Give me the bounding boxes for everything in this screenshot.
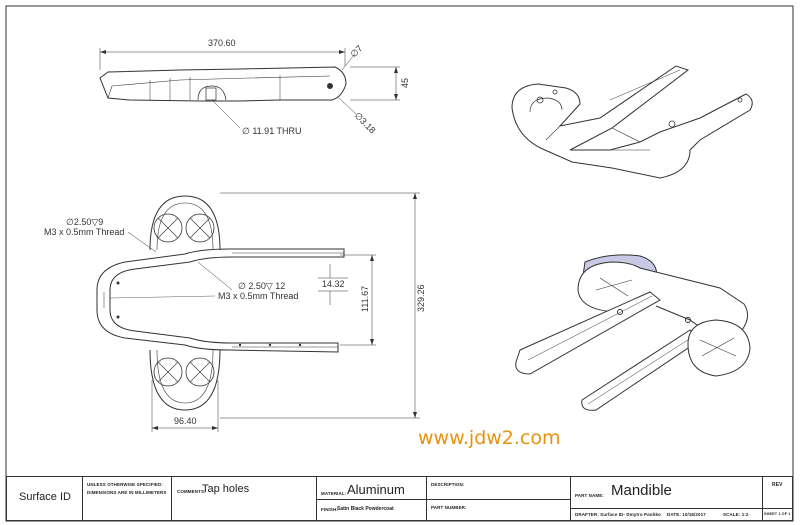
dim-overall-height: 329.26	[416, 284, 426, 312]
comments-cell: COMMENTS: Tap holes	[172, 477, 317, 520]
finish-value: Satin Black Powdercoat	[337, 506, 394, 512]
date-text: DATE: 10/16/2017	[667, 512, 706, 517]
description-cell: DESCRIPTION: PART NUMBER:	[427, 477, 571, 520]
callout-hole-2-size: ∅ 2.50▽ 12	[238, 281, 285, 291]
material-value: Aluminum	[347, 482, 405, 497]
plan-view	[96, 192, 420, 432]
dim-height-top: 45	[400, 78, 410, 88]
dim-bottom-width: 96.40	[174, 416, 197, 426]
part-name-label: PART NAME:	[575, 493, 604, 498]
drafter-text: DRAFTER: Surface ID- Dmytro Panhko	[575, 512, 661, 517]
dim-length-top: 370.60	[208, 38, 236, 48]
comments-value: Tap holes	[202, 483, 250, 495]
material-cell: MATERIAL: Aluminum FINISH: Satin Black P…	[317, 477, 427, 520]
sheet-text: SHEET 1 OF 1	[764, 512, 791, 516]
dim-inner-height: 111.67	[360, 286, 370, 312]
callout-hole-2-thread: M3 x 0.5mm Thread	[218, 291, 298, 301]
callout-hole-1-thread: M3 x 0.5mm Thread	[44, 227, 124, 237]
isometric-view-bottom	[515, 254, 751, 411]
dim-hole-large: ∅7	[348, 43, 364, 59]
finish-label: FINISH:	[321, 507, 338, 512]
rev-label: REV	[772, 482, 783, 488]
dim-thru-hole: ∅ 11.91 THRU	[242, 126, 302, 136]
comments-label: COMMENTS:	[177, 489, 206, 494]
dim-hole-small: ∅3.18	[353, 110, 378, 135]
tolerance-cell: UNLESS OTHERWISE SPECIFIED: DIMENSIONS A…	[83, 477, 172, 520]
title-block: Surface ID UNLESS OTHERWISE SPECIFIED: D…	[6, 476, 793, 521]
surface-id-text: Surface ID	[19, 491, 71, 503]
watermark-text: www.jdw2.com	[418, 427, 561, 449]
rev-cell: REV SHEET 1 OF 1	[763, 477, 792, 520]
isometric-view-top	[511, 65, 753, 179]
side-view	[99, 48, 400, 129]
scale-text: SCALE: 1:2	[723, 512, 749, 517]
description-label: DESCRIPTION:	[431, 482, 465, 487]
dim-slot-width: 14.32	[322, 279, 345, 289]
surface-id-cell: Surface ID	[7, 477, 83, 520]
tolerance-note-2: DIMENSIONS ARE IN MILLIMETERS	[87, 490, 167, 495]
material-label: MATERIAL:	[321, 491, 347, 496]
callout-hole-1-size: ∅2.50▽9	[66, 217, 103, 227]
sheet-border	[5, 5, 794, 522]
part-name-cell: PART NAME: Mandible DRAFTER: Surface ID-…	[571, 477, 763, 520]
part-name-value: Mandible	[611, 482, 672, 499]
tolerance-note-1: UNLESS OTHERWISE SPECIFIED:	[87, 482, 163, 487]
part-number-label: PART NUMBER:	[431, 505, 467, 510]
